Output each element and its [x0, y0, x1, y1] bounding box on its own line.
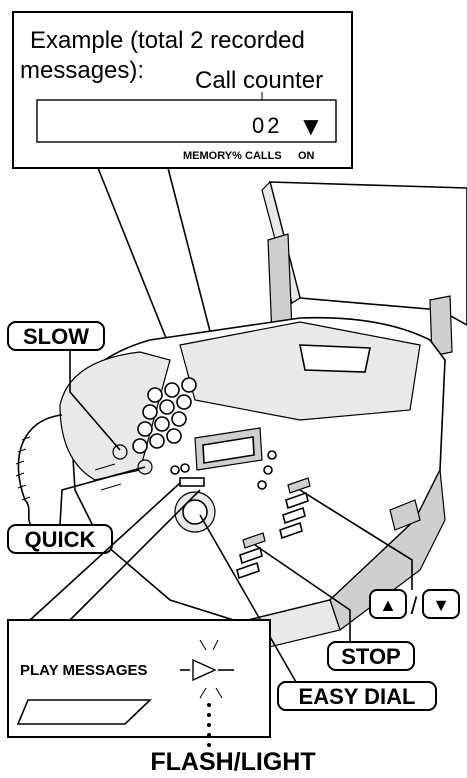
- key: [177, 395, 191, 409]
- key: [165, 383, 179, 397]
- quick-label: QUICK: [25, 527, 96, 552]
- status-calls: CALLS: [245, 150, 282, 162]
- easy-dial-label: EASY DIAL: [299, 684, 416, 709]
- lcd-screen: [37, 100, 336, 142]
- slow-label: SLOW: [23, 324, 89, 349]
- cover-slot: [300, 345, 370, 372]
- dot: [207, 743, 211, 747]
- dot: [207, 733, 211, 737]
- play-messages-key: [180, 478, 204, 486]
- handset-cord: [18, 415, 62, 530]
- example-line1: Example (total 2 recorded: [30, 27, 305, 54]
- status-memory: MEMORY%: [183, 150, 242, 162]
- key: [138, 422, 152, 436]
- fax-machine-illustration: [16, 182, 467, 652]
- key: [172, 412, 186, 426]
- small-button: [171, 466, 179, 474]
- dot: [207, 703, 211, 707]
- key: [155, 417, 169, 431]
- display-callout: Example (total 2 recorded messages): Cal…: [13, 12, 352, 168]
- small-button: [181, 464, 189, 472]
- dot: [207, 713, 211, 717]
- lcd-down-arrow-icon: ▼: [298, 111, 324, 141]
- key: [148, 388, 162, 402]
- key: [143, 405, 157, 419]
- stop-label: STOP: [341, 644, 401, 669]
- flash-light-label: FLASH/LIGHT: [150, 748, 315, 776]
- dot: [207, 723, 211, 727]
- small-button: [268, 451, 276, 459]
- status-on: ON: [298, 150, 315, 162]
- down-arrow-icon: ▼: [432, 595, 450, 615]
- key: [160, 400, 174, 414]
- call-counter-label: Call counter: [195, 67, 323, 94]
- small-button: [264, 466, 272, 474]
- up-arrow-icon: ▲: [379, 595, 397, 615]
- key: [182, 378, 196, 392]
- arrow-slash: /: [411, 593, 418, 620]
- lcd-value: 02: [252, 113, 282, 138]
- key: [167, 429, 181, 443]
- play-messages-label: PLAY MESSAGES: [20, 662, 148, 679]
- slow-key: [113, 445, 127, 459]
- key: [150, 434, 164, 448]
- example-line2: messages):: [20, 57, 144, 84]
- small-button: [258, 481, 266, 489]
- key: [133, 439, 147, 453]
